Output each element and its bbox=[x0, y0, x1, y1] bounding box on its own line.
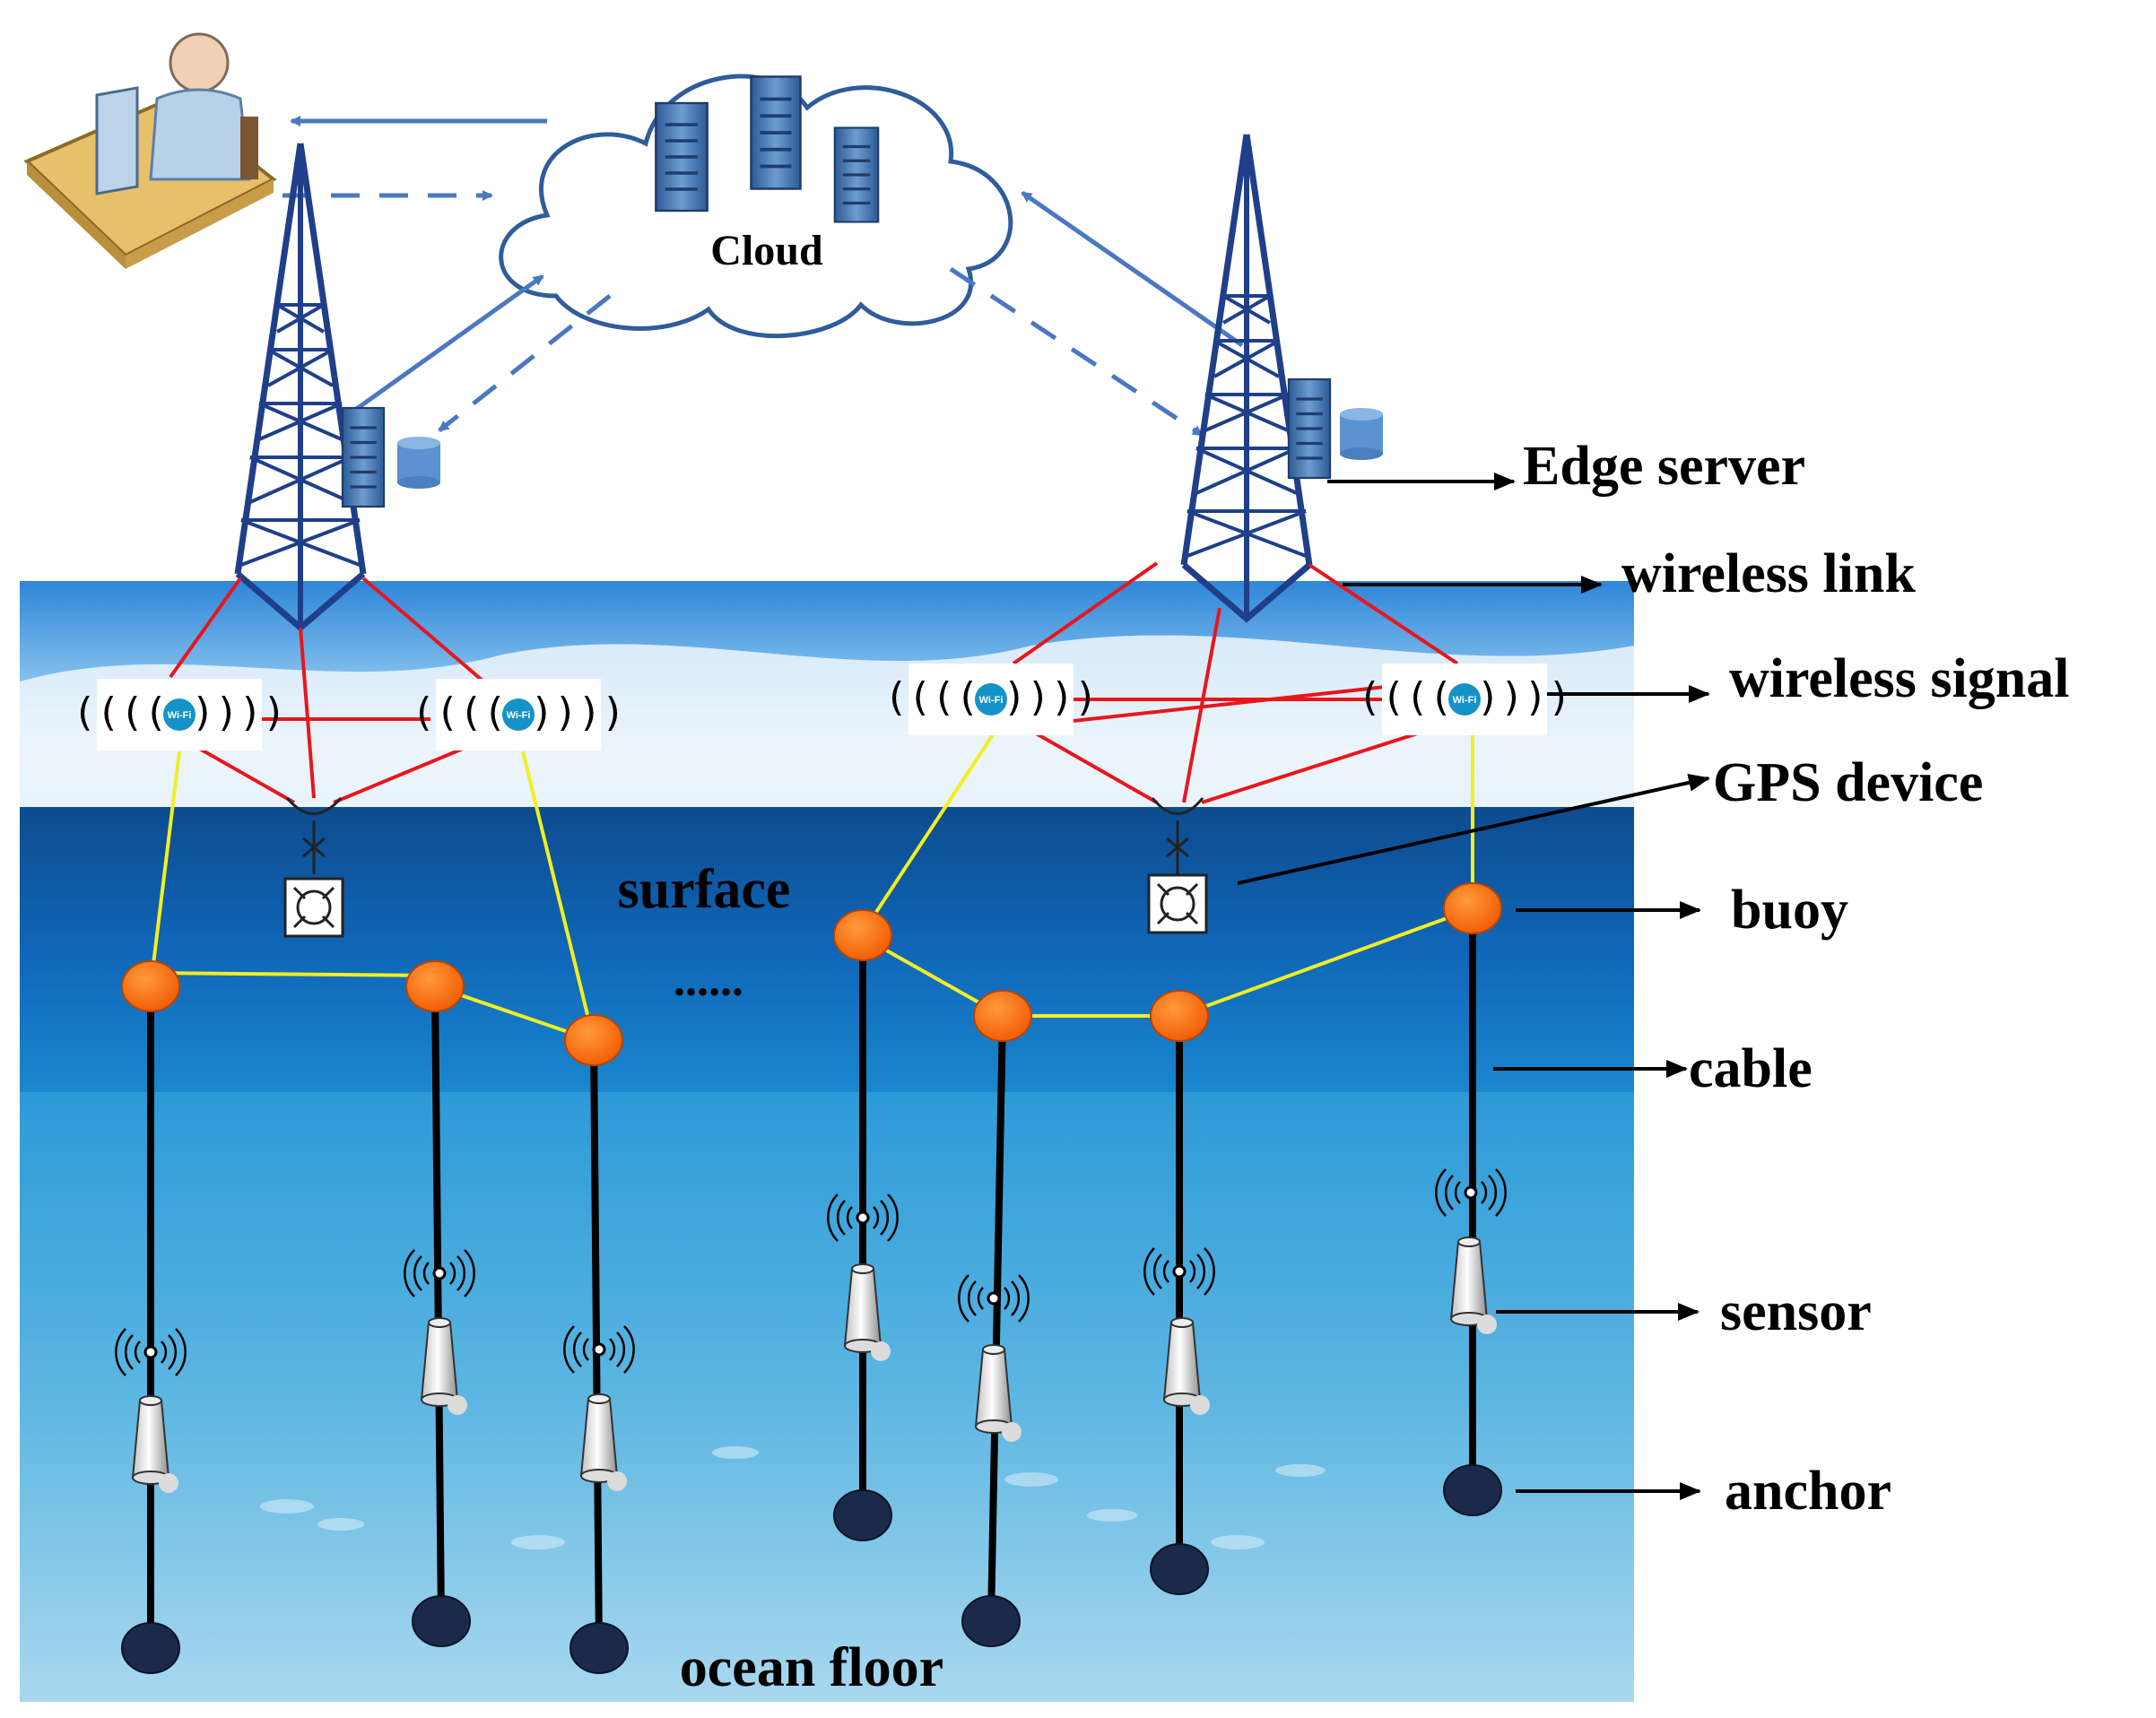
anchor-icon bbox=[1443, 1464, 1502, 1516]
legend-cable: cable bbox=[1689, 1038, 1813, 1099]
user-computer-icon bbox=[23, 32, 277, 269]
buoy-icon bbox=[121, 960, 180, 1012]
ellipsis-label: ...... bbox=[674, 955, 743, 1006]
buoy-icon bbox=[833, 909, 892, 961]
anchor-icon bbox=[1150, 1543, 1209, 1595]
buoy-icon bbox=[564, 1014, 623, 1066]
cloud-label: Cloud bbox=[710, 227, 823, 274]
wifi-access-point-4: (((( )))) Wi-Fi bbox=[1358, 664, 1571, 735]
anchor-icon bbox=[569, 1622, 629, 1674]
edge-storage-right-icon bbox=[1340, 408, 1383, 460]
surface-label: surface bbox=[618, 859, 791, 920]
base-station-left bbox=[238, 143, 363, 628]
gps-antenna-left bbox=[285, 797, 343, 874]
wifi-label: Wi-Fi bbox=[168, 710, 192, 721]
legend-wireless-signal: wireless signal bbox=[1729, 648, 2069, 709]
fish-school bbox=[260, 1446, 1326, 1549]
buoy-icon bbox=[973, 990, 1032, 1042]
legend-wireless-link: wireless link bbox=[1621, 543, 1916, 604]
cloud-icon bbox=[499, 74, 1013, 339]
buoy-icon bbox=[1443, 882, 1502, 934]
wireless-links bbox=[169, 561, 1459, 804]
gps-device-left-icon bbox=[283, 877, 344, 938]
wifi-access-point-3: (((( )))) Wi-Fi bbox=[884, 664, 1098, 735]
underwater-band bbox=[20, 1092, 1634, 1702]
wifi-access-point-2: (((( )))) Wi-Fi bbox=[412, 679, 625, 751]
gps-antenna-right bbox=[1151, 797, 1204, 874]
edge-storage-left-icon bbox=[397, 437, 440, 489]
legend-sensor: sensor bbox=[1720, 1281, 1872, 1342]
wifi-label: Wi-Fi bbox=[979, 695, 1004, 706]
anchors bbox=[121, 1464, 1502, 1674]
legend-buoy: buoy bbox=[1731, 880, 1848, 941]
anchor-icon bbox=[961, 1595, 1021, 1647]
edge-server-left-icon bbox=[341, 406, 386, 508]
legend-edge-server: Edge server bbox=[1523, 436, 1805, 497]
buoy-icon bbox=[405, 960, 465, 1012]
anchor-icon bbox=[412, 1595, 471, 1647]
legend-gps-device: GPS device bbox=[1713, 752, 1983, 813]
wifi-access-point-1: (((( )))) Wi-Fi bbox=[73, 679, 286, 751]
anchor-icon bbox=[833, 1489, 892, 1541]
wifi-label: Wi-Fi bbox=[507, 710, 531, 721]
buoys bbox=[121, 882, 1502, 1066]
anchor-icon bbox=[121, 1622, 180, 1674]
legend-anchor: anchor bbox=[1725, 1461, 1891, 1522]
edge-server-right-icon bbox=[1287, 377, 1332, 480]
legend-arrows bbox=[1237, 473, 1710, 1500]
base-station-right bbox=[1184, 134, 1309, 619]
buoy-icon bbox=[1150, 990, 1209, 1042]
wifi-label: Wi-Fi bbox=[1453, 695, 1477, 706]
ocean-floor-label: ocean floor bbox=[680, 1637, 943, 1698]
gps-device-right-icon bbox=[1147, 873, 1208, 934]
cloud-links bbox=[283, 116, 1244, 438]
